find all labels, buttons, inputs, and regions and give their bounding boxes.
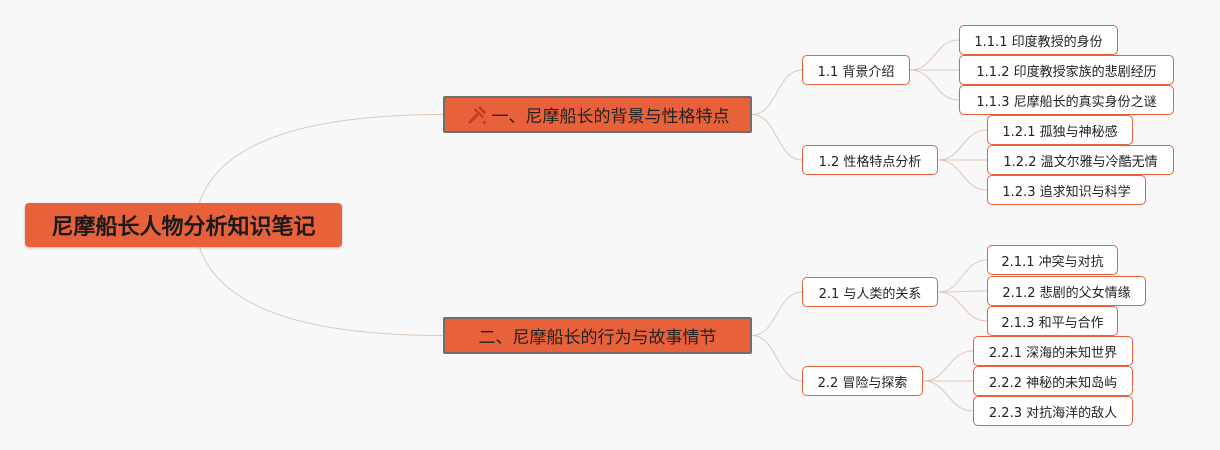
connector-leaf-1-2-1 [937, 129, 988, 161]
subtopic-2-1[interactable]: 2.1 与人类的关系 [802, 277, 938, 307]
connector-leaf-2-1-2 [937, 290, 988, 293]
connector-leaf-1-1-3 [909, 69, 960, 101]
leaf-2-1-2[interactable]: 2.1.2 悲剧的父女情缘 [987, 276, 1146, 306]
branch-1-label: 一、尼摩船长的背景与性格特点 [491, 107, 730, 127]
branch-2-topic[interactable]: 二、尼摩船长的行为与故事情节 [443, 317, 752, 354]
connector-leaf-2-1-3 [937, 291, 988, 322]
connector-subtopic-1-1 [751, 69, 803, 115]
subtopic-2-2[interactable]: 2.2 冒险与探索 [802, 366, 923, 396]
connector-subtopic-2-2 [751, 335, 803, 382]
leaf-2-2-3[interactable]: 2.2.3 对抗海洋的敌人 [973, 396, 1133, 426]
leaf-2-1-1[interactable]: 2.1.1 冲突与对抗 [987, 245, 1118, 275]
connector-subtopic-2-1 [751, 291, 803, 336]
leaf-1-1-1[interactable]: 1.1.1 印度教授的身份 [959, 25, 1118, 55]
leaf-1-1-3[interactable]: 1.1.3 尼摩船长的真实身份之谜 [959, 85, 1174, 115]
tools-icon [467, 105, 486, 124]
root-topic[interactable]: 尼摩船长人物分析知识笔记 [25, 203, 342, 247]
connector-leaf-1-1-1 [909, 39, 960, 71]
connector-leaf-2-1-1 [937, 259, 988, 293]
leaf-1-2-2[interactable]: 1.2.2 温文尔雅与冷酷无情 [987, 145, 1174, 175]
subtopic-1-2[interactable]: 1.2 性格特点分析 [802, 145, 938, 175]
connector-leaf-1-2-3 [937, 159, 988, 191]
connector-root-2 [198, 246, 444, 336]
leaf-1-2-1[interactable]: 1.2.1 孤独与神秘感 [987, 115, 1133, 145]
leaf-2-2-1[interactable]: 2.2.1 深海的未知世界 [973, 336, 1133, 366]
connector-leaf-2-2-3 [922, 380, 974, 412]
connector-root-1 [198, 114, 444, 204]
connector-subtopic-1-2 [751, 114, 803, 161]
connector-leaf-2-2-1 [922, 350, 974, 382]
subtopic-1-1[interactable]: 1.1 背景介绍 [802, 55, 910, 85]
branch-1-topic[interactable]: 一、尼摩船长的背景与性格特点 [443, 96, 752, 133]
leaf-1-1-2[interactable]: 1.1.2 印度教授家族的悲剧经历 [959, 55, 1174, 85]
leaf-2-1-3[interactable]: 2.1.3 和平与合作 [987, 306, 1118, 336]
leaf-1-2-3[interactable]: 1.2.3 追求知识与科学 [987, 175, 1146, 205]
leaf-2-2-2[interactable]: 2.2.2 神秘的未知岛屿 [973, 366, 1133, 396]
